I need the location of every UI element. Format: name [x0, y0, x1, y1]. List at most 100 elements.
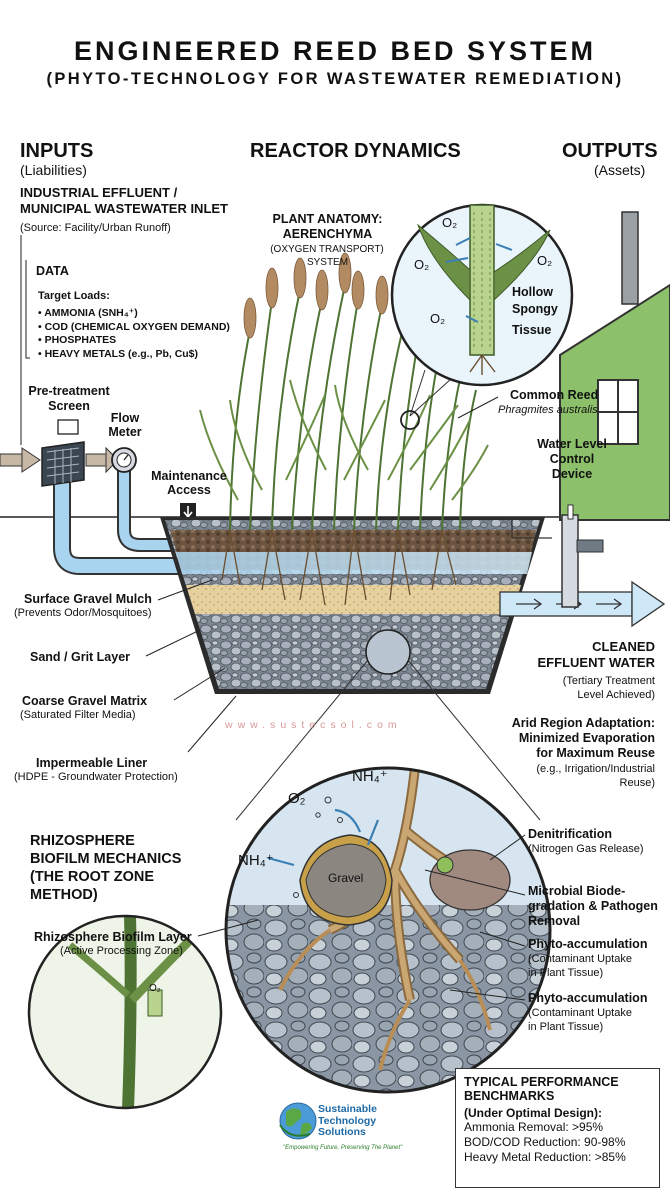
cleaned-effluent-sub: (Tertiary Treatment [562, 675, 655, 687]
load-item: COD (CHEMICAL OXYGEN DEMAND) [38, 321, 268, 335]
hollow-label: Hollow [512, 285, 553, 299]
phyto-accumulation-sub: in Plant Tissue) [528, 1021, 604, 1033]
reactor-header: REACTOR DYNAMICS [250, 140, 461, 162]
load-item: HEAVY METALS (e.g., Pb, Cu$) [38, 348, 268, 362]
arid-adaptation-sub: Reuse) [619, 777, 655, 789]
rhizosphere-title: METHOD) [30, 887, 98, 903]
ammonium-label: NH₄⁺ [352, 768, 388, 785]
benchmark-item: Ammonia Removal: >95% [464, 1120, 604, 1135]
load-item: PHOSPHATES [38, 334, 268, 348]
benchmark-item: BOD/COD Reduction: 90-98% [464, 1135, 626, 1150]
rhizosphere-title: RHIZOSPHERE [30, 833, 135, 849]
cleaned-effluent-label: CLEANED [592, 639, 655, 654]
coarse-gravel-sub: (Saturated Filter Media) [20, 709, 136, 721]
ammonium-label: NH₄⁺ [238, 852, 274, 869]
surface-mulch-sub: (Prevents Odor/Mosquitoes) [14, 607, 152, 619]
phyto-accumulation-label: Phyto-accumulation [528, 991, 648, 1005]
flow-meter-label: Meter [108, 425, 142, 439]
arid-adaptation-label: Arid Region Adaptation: [511, 716, 655, 730]
inlet-label-line2: MUNICIPAL WASTEWATER INLET [20, 201, 228, 216]
outlet-pipe [499, 504, 666, 628]
pretreatment-label: Screen [48, 399, 90, 413]
logo-line: Solutions [318, 1126, 366, 1139]
pretreatment-screen [41, 419, 85, 487]
plant-anatomy-line3: (OXYGEN TRANSPORT) [270, 244, 384, 255]
biofilm-layer-sub: (Active Processing Zone) [60, 945, 183, 957]
benchmark-item: Heavy Metal Reduction: >85% [464, 1150, 626, 1165]
arid-adaptation-label: for Maximum Reuse [536, 746, 655, 760]
logo-line: Sustainable [318, 1103, 377, 1115]
phyto-accumulation-sub: (Contaminant Uptake [528, 1007, 632, 1019]
load-item: AMMONIA (SNH₄⁺) [38, 307, 268, 321]
root-biofilm-inset [27, 914, 223, 1110]
o2-label: O₂ [414, 257, 430, 272]
inlet-pipes [53, 470, 200, 575]
logo-slogan: "Empowering Future, Preserving The Plane… [283, 1145, 403, 1151]
watermark: www.sustecsol.com [225, 719, 402, 731]
maintenance-access-label: Access [167, 483, 211, 497]
rhizosphere-title: BIOFILM MECHANICS [30, 851, 182, 867]
common-reed-label: Common Reed [510, 388, 599, 402]
benchmarks-title: BENCHMARKS [464, 1089, 555, 1104]
rhizosphere-inset [224, 629, 552, 1094]
reed-bed-basin [160, 517, 545, 694]
leader-lines [20, 235, 526, 1001]
outputs-subheader: (Assets) [594, 162, 646, 178]
denitrification-label: Denitrification [528, 827, 613, 841]
reed-stand [199, 284, 489, 531]
microbial-biodegradation-label: Microbial Biode- [528, 884, 626, 898]
biofilm-layer-label: Rhizosphere Biofilm Layer [34, 930, 192, 944]
o2-label: O₂ [537, 253, 553, 268]
microbial-biodegradation-label: Removal [528, 914, 581, 928]
flow-meter [111, 447, 137, 473]
diagram-subtitle: (PHYTO-TECHNOLOGY FOR WASTEWATER REMEDIA… [46, 70, 624, 88]
inlet-label-line1: INDUSTRIAL EFFLUENT / [20, 185, 178, 200]
inputs-subheader: (Liabilities) [20, 162, 87, 178]
phyto-accumulation-sub: in Plant Tissue) [528, 967, 604, 979]
liner-label: Impermeable Liner [36, 756, 148, 770]
water-level-label: Device [551, 467, 593, 481]
common-reed-latin: Phragmites australis [498, 404, 598, 416]
earth-logo-icon [279, 1102, 317, 1140]
benchmarks-title: TYPICAL PERFORMANCE [464, 1075, 619, 1089]
outputs-header: OUTPUTS [562, 140, 658, 162]
cleaned-effluent-sub: Level Achieved) [577, 689, 655, 701]
rhizosphere-title: (THE ROOT ZONE [30, 869, 155, 885]
target-loads-list: AMMONIA (SNH₄⁺) COD (CHEMICAL OXYGEN DEM… [38, 307, 268, 362]
inputs-header: INPUTS [20, 140, 94, 162]
plant-anatomy-line1: PLANT ANATOMY: [272, 212, 383, 226]
arid-adaptation-label: Minimized Evaporation [518, 731, 655, 745]
denitrification-sub: (Nitrogen Gas Release) [528, 843, 644, 855]
o2-label: O₂ [149, 983, 161, 994]
o2-label: O₂ [288, 790, 306, 807]
logo-text: Sustainable Technology Solutions [318, 1103, 377, 1139]
logo-line: Technology [318, 1114, 377, 1127]
target-loads-label: Target Loads: [38, 290, 110, 302]
reed-roots [221, 529, 457, 606]
plant-anatomy-line4: SYSTEM [306, 257, 349, 268]
o2-label: O₂ [430, 311, 446, 326]
gravel-label: Gravel [328, 871, 364, 885]
phyto-accumulation-sub: (Contaminant Uptake [528, 953, 632, 965]
liner-sub: (HDPE - Groundwater Protection) [14, 771, 178, 783]
o2-label: O₂ [442, 215, 458, 230]
water-level-label: Water Level [537, 437, 607, 451]
aerenchyma-inset [390, 203, 574, 430]
water-level-label: Control [549, 452, 595, 466]
data-heading: DATA [36, 264, 69, 278]
coarse-gravel-label: Coarse Gravel Matrix [22, 694, 148, 708]
phyto-accumulation-label: Phyto-accumulation [528, 937, 648, 951]
flow-meter-label: Flow [110, 411, 140, 425]
microbial-biodegradation-label: gradation & Pathogen [528, 899, 658, 913]
benchmarks-box: TYPICAL PERFORMANCE BENCHMARKS (Under Op… [455, 1068, 660, 1188]
sand-layer-label: Sand / Grit Layer [30, 650, 131, 664]
diagram-title: ENGINEERED REED BED SYSTEM [73, 36, 597, 66]
arid-adaptation-sub: (e.g., Irrigation/Industrial [536, 763, 655, 775]
surface-mulch-label: Surface Gravel Mulch [24, 592, 152, 606]
maintenance-access-label: Maintenance [151, 469, 227, 483]
factory-building [559, 211, 670, 521]
tissue-label: Tissue [512, 323, 552, 337]
benchmarks-subtitle: (Under Optimal Design): [464, 1105, 603, 1120]
inlet-arrow [0, 446, 119, 474]
